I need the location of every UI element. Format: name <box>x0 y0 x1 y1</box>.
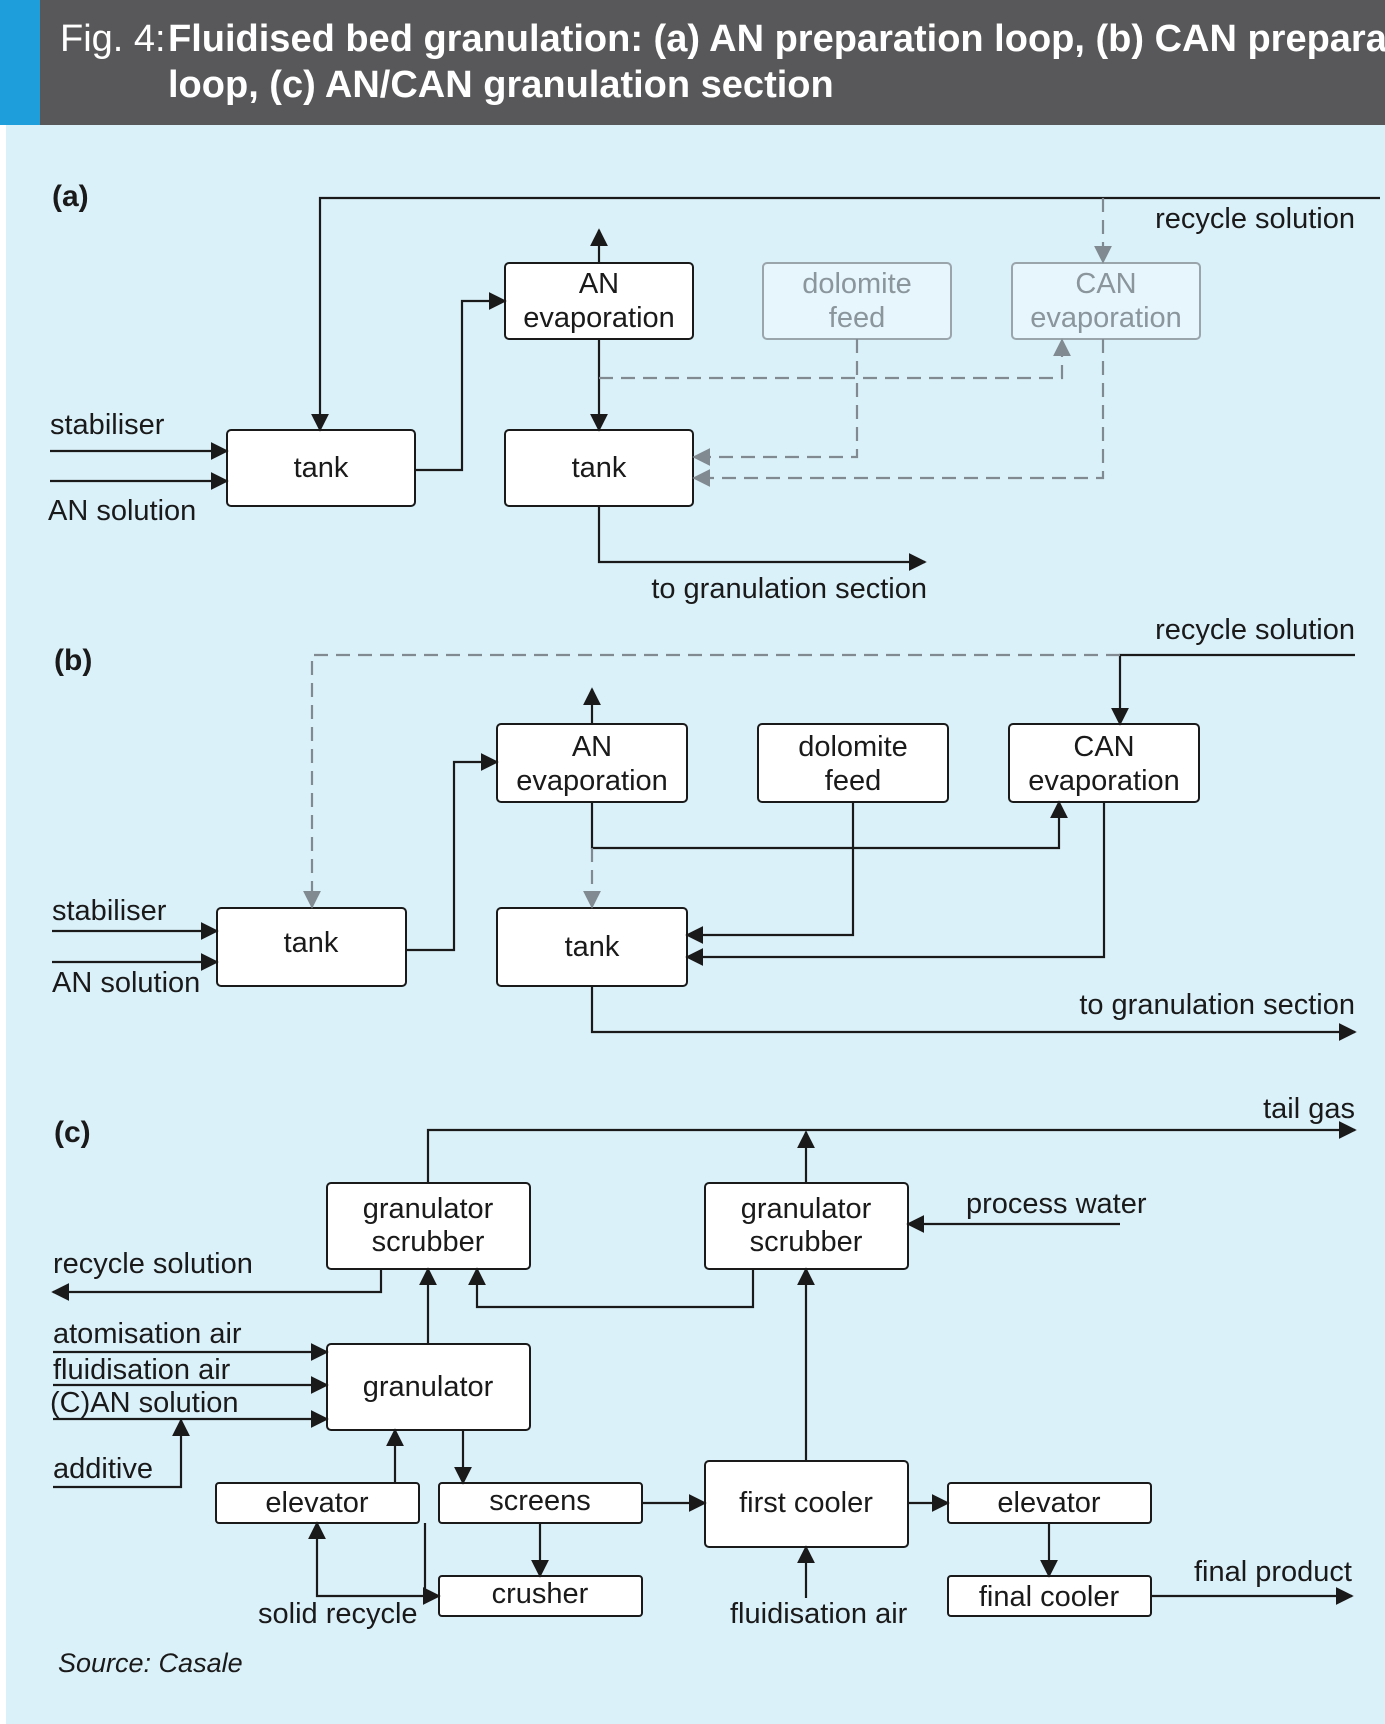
a-tank1-label: tank <box>294 452 349 484</box>
b-dolomite-feed-line2: feed <box>825 765 881 797</box>
c-solid-recycle-label: solid recycle <box>258 1598 418 1630</box>
c-fluidisation-air2-label: fluidisation air <box>730 1598 908 1630</box>
b-can-evaporation-line2: evaporation <box>1028 765 1180 797</box>
a-can-to-tank-dashed <box>692 339 1105 487</box>
b-dolomite-to-tank-arrow <box>685 802 855 944</box>
c-can-solution-label: (C)AN solution <box>50 1387 239 1419</box>
c-scrubber1-line1: granulator <box>363 1193 494 1225</box>
b-tank2-label: tank <box>565 931 620 963</box>
c-tail-gas-arrow <box>426 1121 1357 1183</box>
b-recycle-to-tank-dashed <box>303 653 1120 909</box>
a-to-granulation-label: to granulation section <box>651 573 927 605</box>
b-to-granulation-arrow <box>590 986 1357 1041</box>
section-c-label: (c) <box>54 1116 91 1149</box>
c-scrubber2-to-scrubber1-arrow <box>468 1267 755 1309</box>
c-elevator2-label: elevator <box>997 1487 1101 1519</box>
a-recycle-line <box>311 196 1380 432</box>
a-stabiliser-label: stabiliser <box>50 409 165 441</box>
c-recycle-solution-label: recycle solution <box>53 1248 253 1280</box>
a-dolomite-feed-line1: dolomite <box>802 268 912 300</box>
a-an-evaporation-line1: AN <box>579 268 619 300</box>
c-screens-label: screens <box>489 1485 591 1517</box>
c-scrubber2-line1: granulator <box>741 1193 872 1225</box>
figure-number: Fig. 4: <box>60 18 166 60</box>
c-scrubber2-line2: scrubber <box>750 1226 863 1258</box>
c-final-product-label: final product <box>1194 1556 1352 1588</box>
c-additive-arrow <box>53 1418 190 1489</box>
section-b-label: (b) <box>54 644 92 677</box>
b-dolomite-feed-line1: dolomite <box>798 731 908 763</box>
b-stabiliser-label: stabiliser <box>52 895 167 927</box>
b-tank-to-evap-arrow <box>406 753 499 952</box>
source-credit: Source: Casale <box>58 1648 243 1678</box>
a-evap-to-can-dashed <box>599 338 1071 380</box>
b-can-evaporation-line1: CAN <box>1073 731 1134 763</box>
c-granulator-label: granulator <box>363 1371 494 1403</box>
c-elevator1-label: elevator <box>265 1487 369 1519</box>
c-process-water-label: process water <box>966 1188 1147 1220</box>
a-tank-to-evap-arrow <box>415 292 507 472</box>
b-can-to-tank-arrow <box>685 802 1106 966</box>
header-accent <box>0 0 40 125</box>
b-tank1-label: tank <box>284 927 339 959</box>
b-an-solution-label: AN solution <box>52 967 200 999</box>
c-additive-label: additive <box>53 1453 153 1485</box>
c-scrubber1-line2: scrubber <box>372 1226 485 1258</box>
b-to-granulation-label: to granulation section <box>1079 989 1355 1021</box>
b-an-evaporation-line1: AN <box>572 731 612 763</box>
a-tank2-label: tank <box>572 452 627 484</box>
c-atomisation-air-label: atomisation air <box>53 1318 242 1350</box>
a-dolomite-feed-line2: feed <box>829 302 885 334</box>
header-bar <box>0 0 1385 125</box>
a-can-evaporation-line1: CAN <box>1075 268 1136 300</box>
c-recycle-solution-arrow <box>51 1269 383 1301</box>
a-recycle-solution-label: recycle solution <box>1155 203 1355 235</box>
a-dolomite-to-tank-dashed <box>692 339 859 466</box>
c-crusher-label: crusher <box>492 1578 589 1610</box>
c-tail-gas-label: tail gas <box>1263 1093 1355 1125</box>
a-an-evaporation-line2: evaporation <box>523 302 675 334</box>
figure-title-line2: loop, (c) AN/CAN granulation section <box>168 64 834 106</box>
b-recycle-solution-label: recycle solution <box>1155 614 1355 646</box>
c-fluidisation-air-label: fluidisation air <box>53 1354 231 1386</box>
a-can-evaporation-line2: evaporation <box>1030 302 1182 334</box>
c-solid-recycle-arrow <box>308 1521 439 1598</box>
b-an-evaporation-line2: evaporation <box>516 765 668 797</box>
c-final-cooler-label: final cooler <box>979 1581 1120 1613</box>
diagram-panel <box>6 125 1385 1724</box>
c-first-cooler-label: first cooler <box>739 1487 873 1519</box>
a-to-granulation-arrow <box>597 506 927 571</box>
b-evap-to-can-arrow <box>590 800 1068 850</box>
section-a-label: (a) <box>52 180 89 213</box>
a-an-solution-label: AN solution <box>48 495 196 527</box>
figure-title-line1: Fluidised bed granulation: (a) AN prepar… <box>168 18 1385 60</box>
